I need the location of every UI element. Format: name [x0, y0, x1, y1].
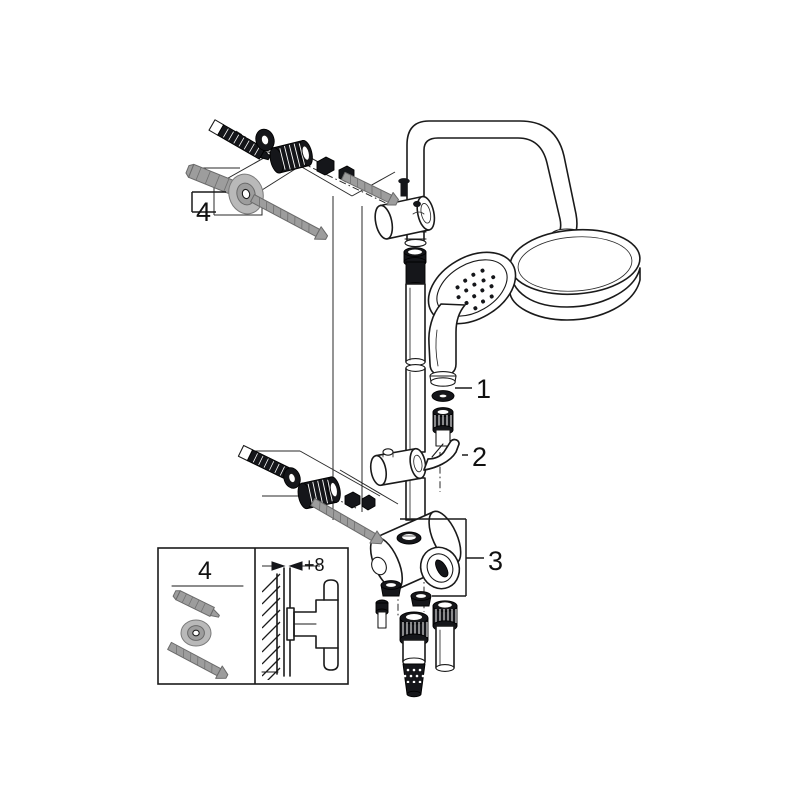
detail-box-number: 4 — [198, 557, 212, 585]
riser-rail — [403, 247, 427, 521]
filter-mesh-left — [403, 668, 425, 683]
hand-shower — [427, 251, 517, 387]
installation-detail-box: 4 — [157, 547, 349, 685]
detail-wall-section — [261, 573, 281, 680]
wall-mount-knurled-lower — [297, 476, 341, 510]
wall-mount-knurled-upper — [269, 139, 313, 174]
temperature-handle — [419, 546, 461, 590]
hex-nut-lower-2 — [361, 494, 376, 511]
hand-shower-holder-cradle — [369, 438, 460, 487]
wood-screw-upper — [250, 194, 329, 240]
detail-cover-washer — [180, 619, 212, 647]
callout-1-label: 1 — [476, 374, 491, 404]
lower-fixing-parts-exploded — [237, 444, 384, 545]
detail-wall-plug — [172, 590, 220, 618]
mixer-side-fitting — [375, 599, 389, 629]
detail-bracket-section — [286, 579, 339, 671]
callout-3-label: 3 — [488, 546, 503, 576]
bracket-grub-screw — [398, 178, 410, 197]
hose-connector-nut-upper — [432, 407, 454, 447]
inlet-filter-left — [399, 611, 429, 698]
hex-nut-upper — [316, 156, 335, 176]
washer-upper — [255, 128, 275, 152]
spray-face-nozzles — [455, 268, 496, 311]
callout-2-label: 2 — [472, 442, 487, 472]
hex-nut-lower-1 — [344, 491, 361, 509]
hand-shower-seal-washer — [431, 390, 455, 402]
anchor-bolt-upper — [208, 119, 271, 161]
shower-arm-and-head — [404, 120, 641, 321]
cover-rosette-upper — [228, 173, 264, 215]
upper-wall-bracket — [374, 178, 436, 240]
upper-fixing-parts-exploded — [185, 119, 399, 240]
head-shower-disc — [509, 228, 641, 321]
callout-leaders — [191, 191, 484, 597]
machine-screw-lower — [310, 498, 384, 545]
callout-4-label: 4 — [196, 197, 211, 227]
inlet-filter-right — [432, 600, 458, 672]
machine-screw-upper — [340, 171, 399, 206]
detail-wood-screw — [167, 641, 229, 679]
washer-lower — [283, 467, 301, 489]
detail-dimension-label: +8 — [304, 555, 325, 575]
mixer-inlet-sockets — [380, 580, 432, 607]
anchor-bolt-lower — [237, 444, 293, 481]
mixer-top-boss — [396, 531, 422, 545]
detail-dimension: +8 — [262, 555, 325, 575]
